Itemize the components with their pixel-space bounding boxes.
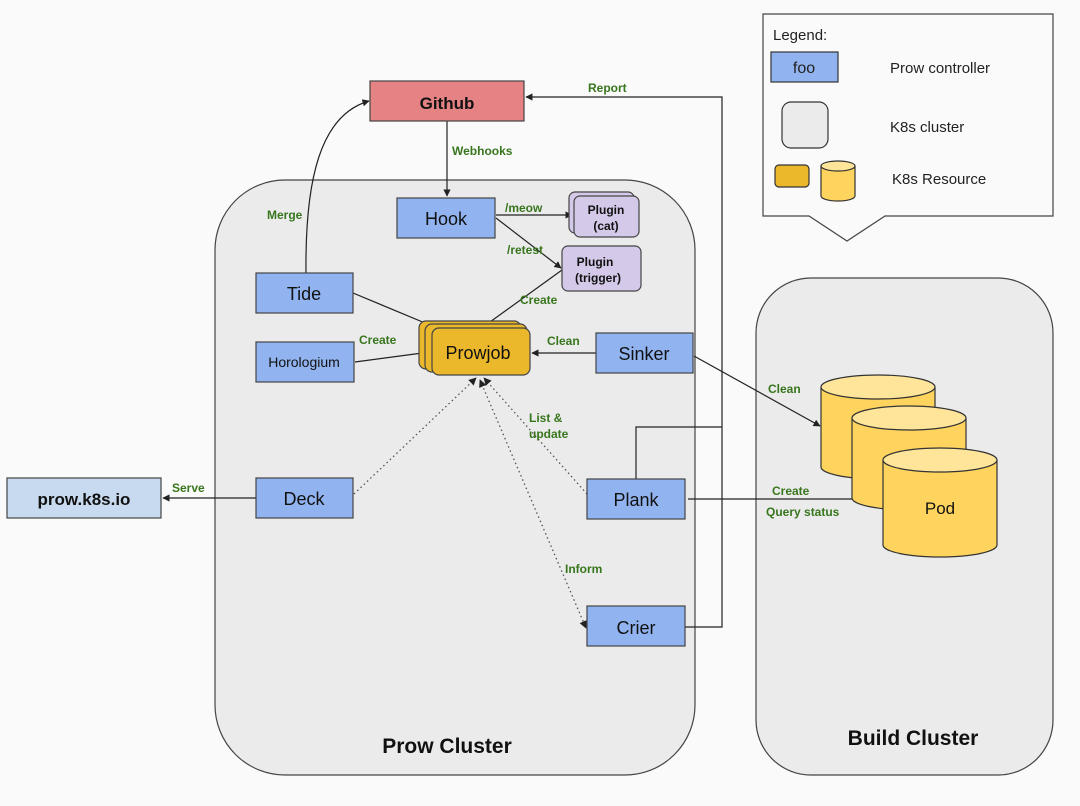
node-pods[interactable]: Pod [820,374,998,558]
label-webhooks: Webhooks [452,144,513,158]
label-horologium-create: Create [359,333,397,347]
edge-plank-report [635,426,722,479]
label-list-update-1: List & [529,411,563,425]
edge-deck-prowjob [353,377,477,495]
deck-label: Deck [283,489,325,509]
label-inform: Inform [565,562,602,576]
label-meow: /meow [505,201,543,215]
label-list-update-2: update [529,427,569,441]
edge-report [525,93,723,628]
legend-resource-swatch [774,164,810,188]
prow-site-label: prow.k8s.io [38,490,131,509]
label-serve: Serve [172,481,205,495]
node-horologium[interactable]: Horologium [255,341,355,383]
node-crier[interactable]: Crier [586,605,686,647]
legend-cluster-swatch [781,101,829,149]
label-query-status: Query status [766,505,840,519]
github-label: Github [420,94,475,113]
plugin-cat-line1: Plugin [588,203,625,217]
legend-controller-label: Prow controller [890,60,990,77]
edge-retest [495,217,562,269]
horologium-label: Horologium [268,354,340,370]
edge-merge [305,99,370,274]
node-sinker[interactable]: Sinker [595,332,694,374]
crier-label: Crier [617,618,656,638]
plugin-trigger-line2: (trigger) [575,271,621,285]
node-plugin-trigger[interactable]: Plugin (trigger) [561,245,642,292]
plugin-cat-line2: (cat) [593,219,618,233]
legend-controller-swatch [770,51,839,83]
edge-pod-clean [693,355,821,427]
legend: Legend: foo Prow controller K8s cluster … [762,13,1054,242]
plank-label: Plank [613,490,659,510]
node-deck[interactable]: Deck [255,477,354,519]
node-hook[interactable]: Hook [396,197,496,239]
legend-cluster-label: K8s cluster [890,119,964,136]
label-merge: Merge [267,208,303,222]
node-plugin-cat[interactable]: Plugin (cat) [568,191,640,238]
build-cluster-title: Build Cluster [848,727,979,750]
label-sinker-clean: Clean [547,334,580,348]
pod-label: Pod [925,499,955,518]
pod-cylinder-front [882,447,998,558]
label-retest: /retest [507,243,543,257]
label-trigger-create: Create [520,293,558,307]
sinker-label: Sinker [618,344,669,364]
label-pod-clean: Clean [768,382,801,396]
legend-title: Legend: [773,27,827,44]
node-prowjob[interactable]: Prowjob [418,320,531,376]
edge-trigger-create [482,269,563,328]
legend-sample: foo [793,60,815,77]
edge-horologium-create [354,349,431,363]
plugin-trigger-line1: Plugin [577,255,614,269]
label-pod-create: Create [772,484,810,498]
legend-cylinder-icon [820,160,856,202]
legend-resource-label: K8s Resource [892,171,986,188]
node-github[interactable]: Github [369,80,525,122]
node-prow-site[interactable]: prow.k8s.io [6,477,162,519]
hook-label: Hook [425,209,468,229]
tide-label: Tide [287,284,321,304]
node-plank[interactable]: Plank [586,478,686,520]
prow-cluster-title: Prow Cluster [382,735,512,758]
prowjob-label: Prowjob [445,343,510,363]
node-tide[interactable]: Tide [255,272,354,314]
label-report: Report [588,81,627,95]
